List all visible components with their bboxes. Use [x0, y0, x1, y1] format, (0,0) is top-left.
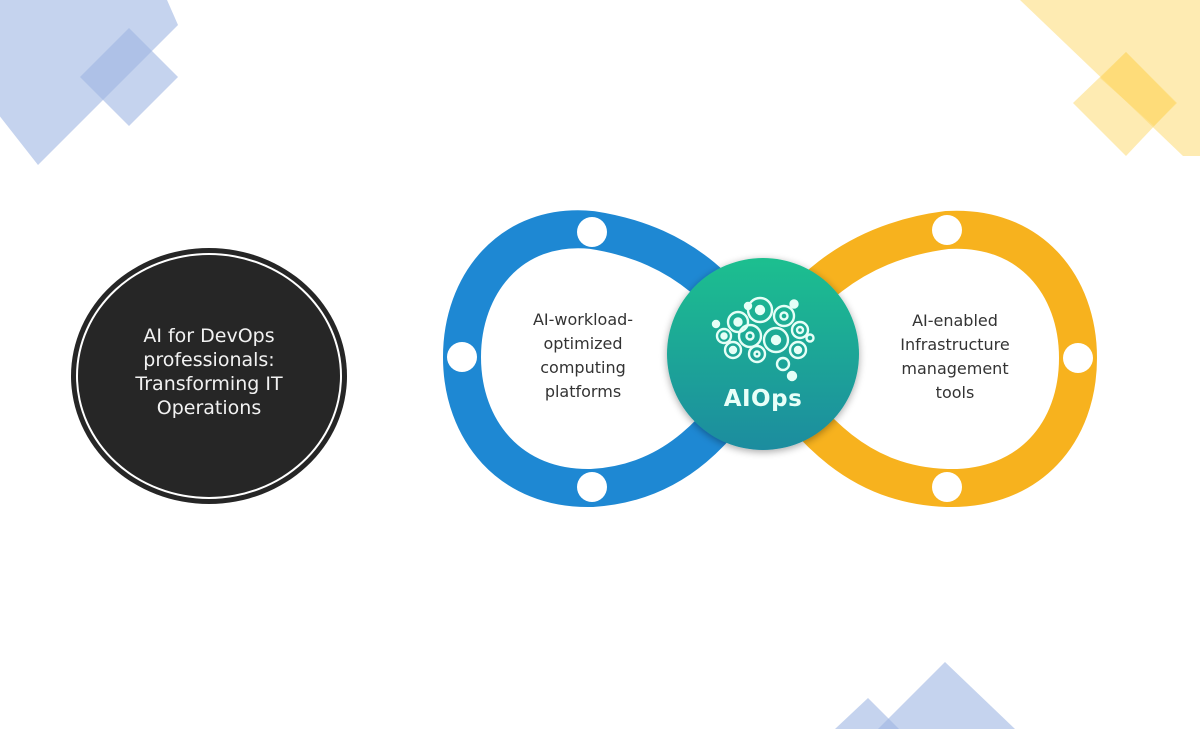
left-loop-node-left: [447, 342, 477, 372]
bottom-triangles: [835, 662, 1015, 729]
right-loop-node-top: [932, 215, 962, 245]
right-loop: [737, 210, 1097, 508]
left-loop-label-line-1: AI-workload-: [532, 310, 634, 329]
top-right-diamonds: [1020, 0, 1200, 156]
brain-gears-icon: [711, 296, 815, 382]
right-loop-label: AI-enabled Infrastructure management too…: [875, 309, 1035, 405]
left-loop-node-top: [577, 217, 607, 247]
left-loop-node-bottom: [577, 472, 607, 502]
aiops-hub: [667, 258, 859, 450]
right-loop-node-right: [1063, 343, 1093, 373]
title-line-3: Transforming IT: [135, 373, 283, 395]
right-loop-node-bottom: [932, 472, 962, 502]
left-loop: [443, 210, 789, 508]
top-left-diamonds: [0, 0, 178, 165]
left-loop-label: AI-workload- optimized computing platfor…: [508, 308, 658, 404]
title-line-1: AI for DevOps: [143, 325, 275, 347]
title-line-4: Operations: [156, 397, 262, 419]
hub-label: AIOps: [723, 386, 803, 412]
right-loop-label-line-2: Infrastructure: [900, 335, 1010, 354]
left-loop-label-line-3: computing: [540, 358, 626, 377]
right-loop-label-line-4: tools: [935, 383, 975, 402]
left-loop-label-line-4: platforms: [544, 382, 622, 401]
right-loop-label-line-1: AI-enabled: [912, 311, 998, 330]
right-loop-label-line-3: management: [901, 359, 1009, 378]
hub-circle: [667, 258, 859, 450]
left-loop-label-line-2: optimized: [543, 334, 623, 353]
title-badge: AI for DevOps professionals: Transformin…: [71, 248, 347, 504]
title-text: AI for DevOps professionals: Transformin…: [114, 324, 304, 420]
title-line-2: professionals:: [143, 349, 275, 371]
title-badge-inner: AI for DevOps professionals: Transformin…: [76, 253, 342, 499]
